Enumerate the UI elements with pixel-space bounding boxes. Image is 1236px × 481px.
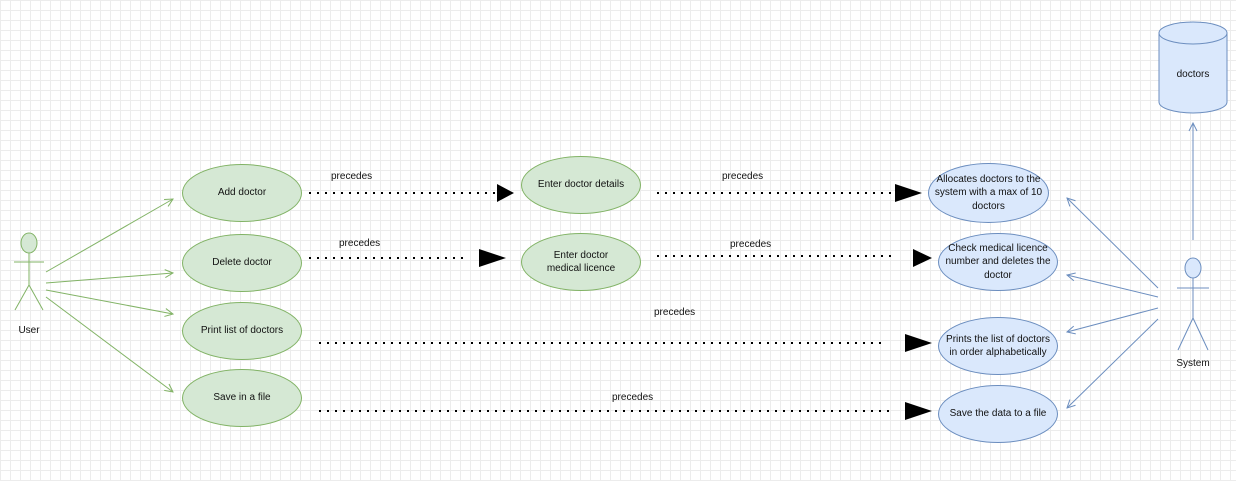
system-actor-label: System	[1176, 358, 1210, 369]
precedes-label-6: precedes	[612, 392, 654, 403]
user-actor-figure	[14, 232, 44, 311]
precedes-label-3: precedes	[339, 238, 381, 249]
precedes-label-4: precedes	[730, 239, 772, 250]
system-associations	[1067, 123, 1193, 408]
use-case-check-licence-delete[interactable]: Check medical licence number and deletes…	[938, 233, 1058, 291]
use-case-enter-medical-licence[interactable]: Enter doctor medical licence	[521, 233, 641, 291]
database-label: doctors	[1176, 69, 1210, 80]
use-case-add-doctor[interactable]: Add doctor	[182, 164, 302, 222]
use-case-delete-doctor[interactable]: Delete doctor	[182, 234, 302, 292]
use-case-print-list[interactable]: Print list of doctors	[182, 302, 302, 360]
use-case-save-data-to-file[interactable]: Save the data to a file	[938, 385, 1058, 443]
system-actor-figure	[1177, 257, 1209, 351]
use-case-enter-doctor-details[interactable]: Enter doctor details	[521, 156, 641, 214]
precedes-label-1: precedes	[331, 171, 373, 182]
doctors-database-icon	[1158, 21, 1228, 114]
precedes-label-2: precedes	[722, 171, 764, 182]
precedes-connectors	[309, 184, 932, 420]
use-case-allocate-doctors[interactable]: Allocates doctors to the system with a m…	[928, 163, 1049, 223]
user-actor-label: User	[18, 325, 40, 336]
use-case-print-alphabetically[interactable]: Prints the list of doctors in order alph…	[938, 317, 1058, 375]
user-associations	[45, 199, 173, 392]
use-case-save-in-file[interactable]: Save in a file	[182, 369, 302, 427]
precedes-label-5: precedes	[654, 307, 696, 318]
